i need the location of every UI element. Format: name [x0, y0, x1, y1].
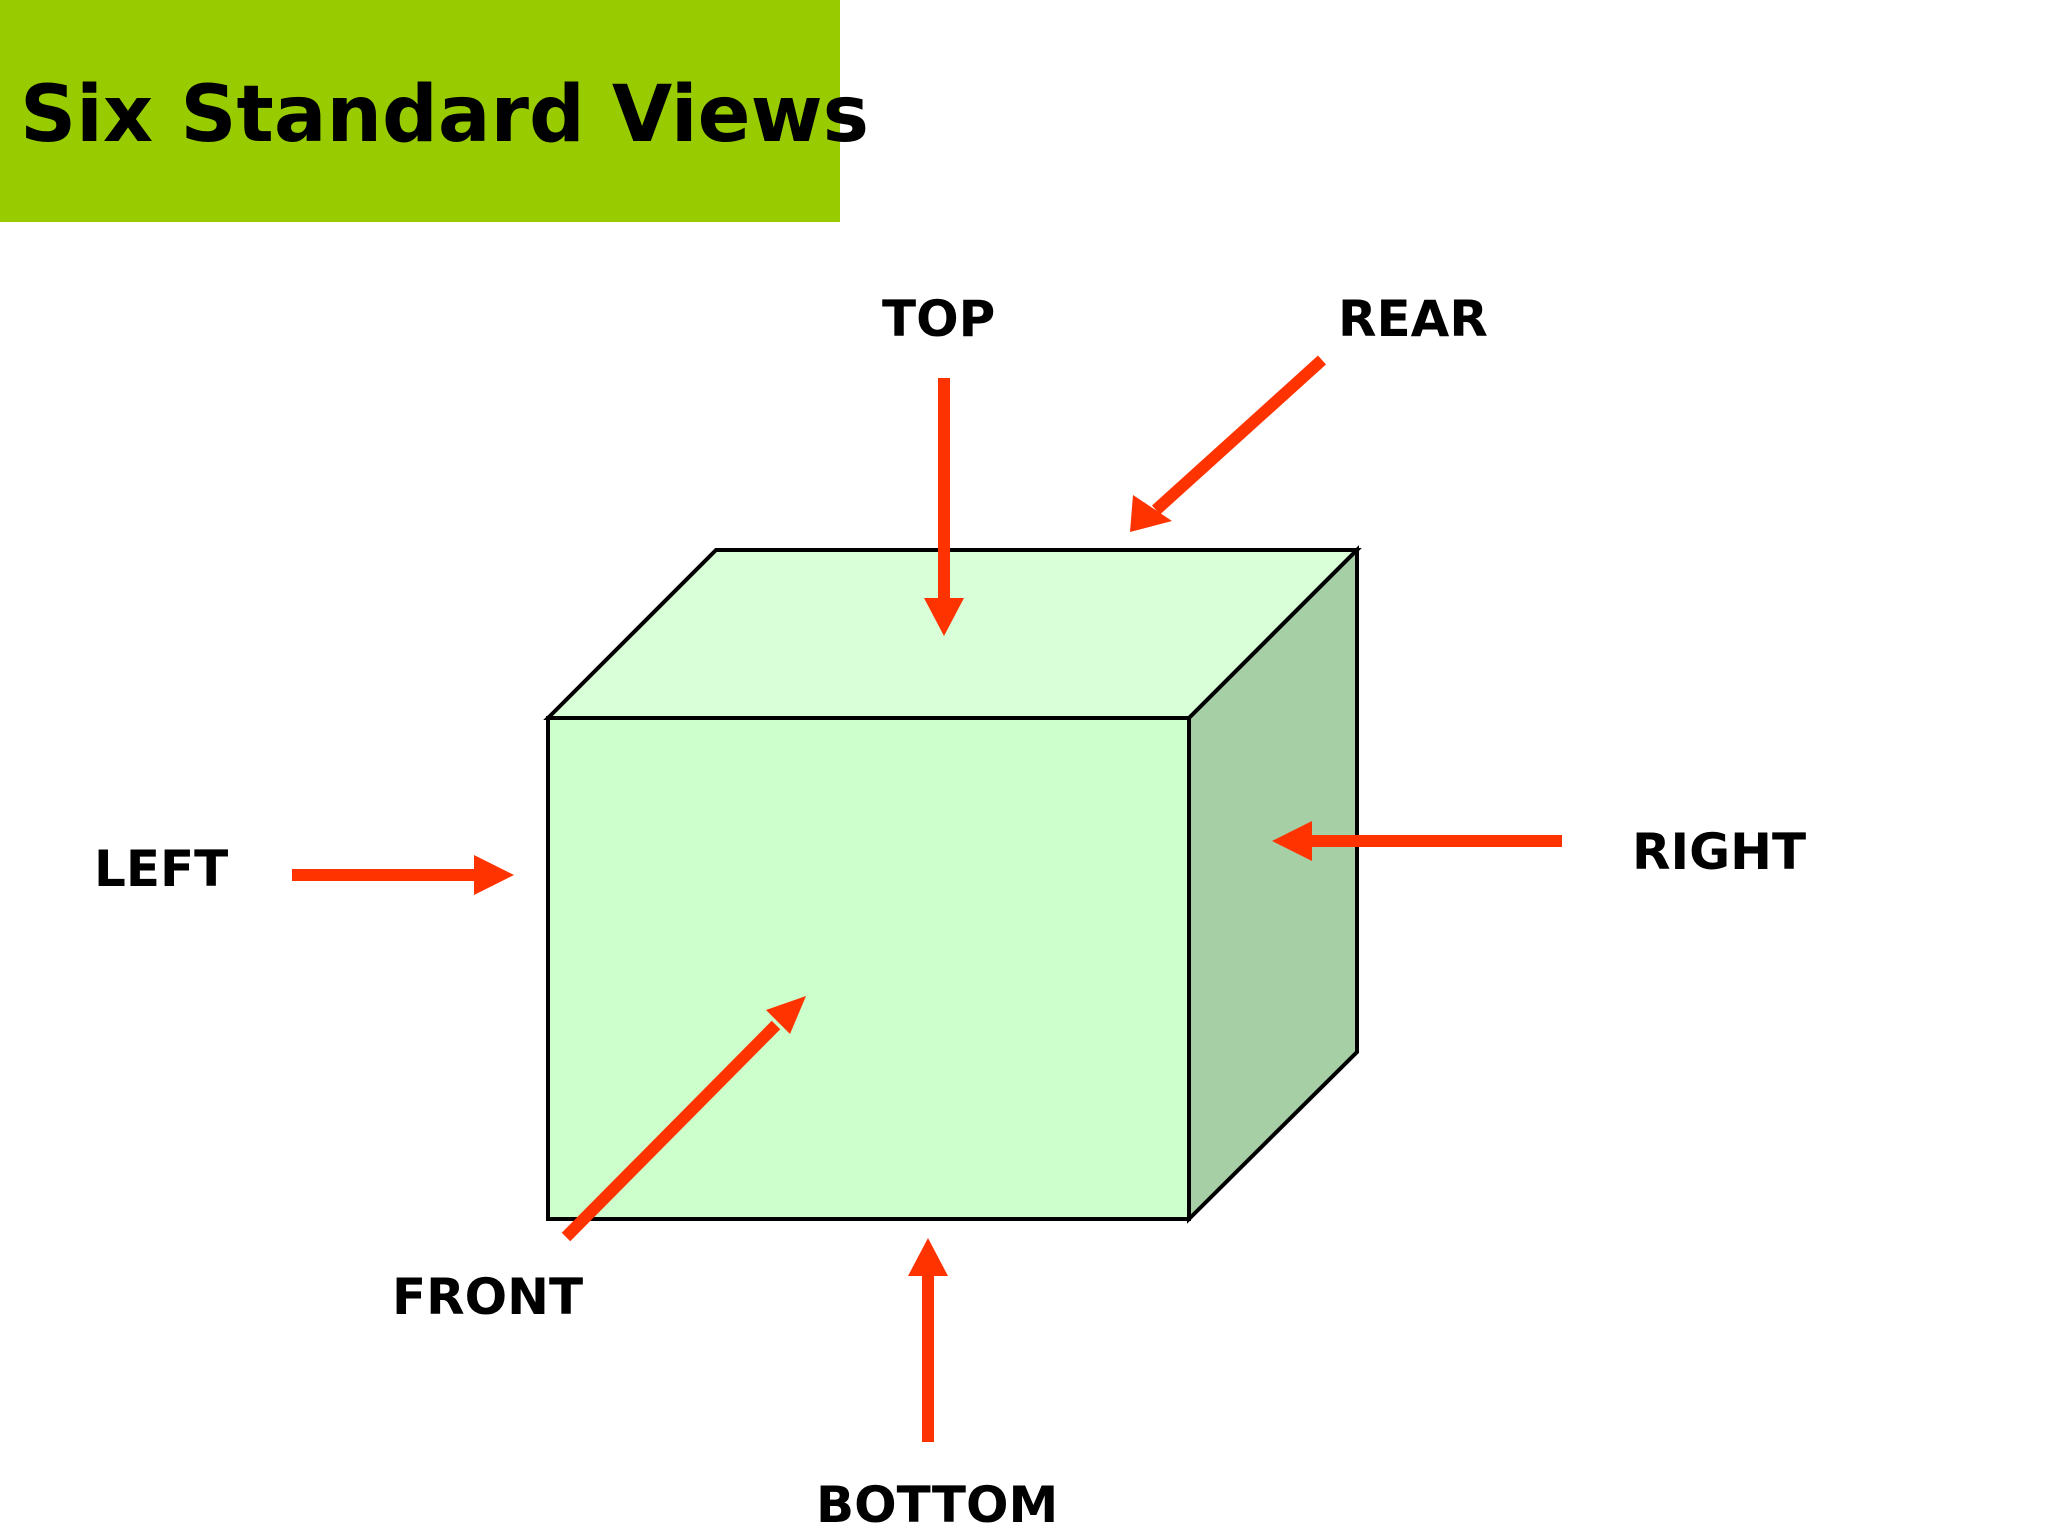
- bottom-arrow: [908, 1238, 948, 1442]
- right-arrow: [1272, 821, 1562, 861]
- left-arrow: [292, 855, 514, 895]
- label-rear: REAR: [1338, 290, 1488, 348]
- label-left: LEFT: [94, 840, 228, 898]
- top-arrow: [924, 378, 964, 636]
- label-top: TOP: [882, 290, 995, 348]
- view-labels: TOP REAR LEFT RIGHT FRONT BOTTOM: [94, 290, 1806, 1534]
- title-banner: Six Standard Views: [0, 0, 869, 222]
- cube: [543, 545, 1362, 1224]
- label-right: RIGHT: [1632, 823, 1806, 881]
- cube-front-face: [546, 716, 1191, 1221]
- rear-arrow: [1130, 355, 1327, 532]
- label-bottom: BOTTOM: [816, 1476, 1058, 1534]
- arrows: [292, 355, 1562, 1442]
- label-front: FRONT: [392, 1268, 583, 1326]
- slide-title: Six Standard Views: [20, 70, 870, 160]
- front-arrow: [561, 996, 806, 1242]
